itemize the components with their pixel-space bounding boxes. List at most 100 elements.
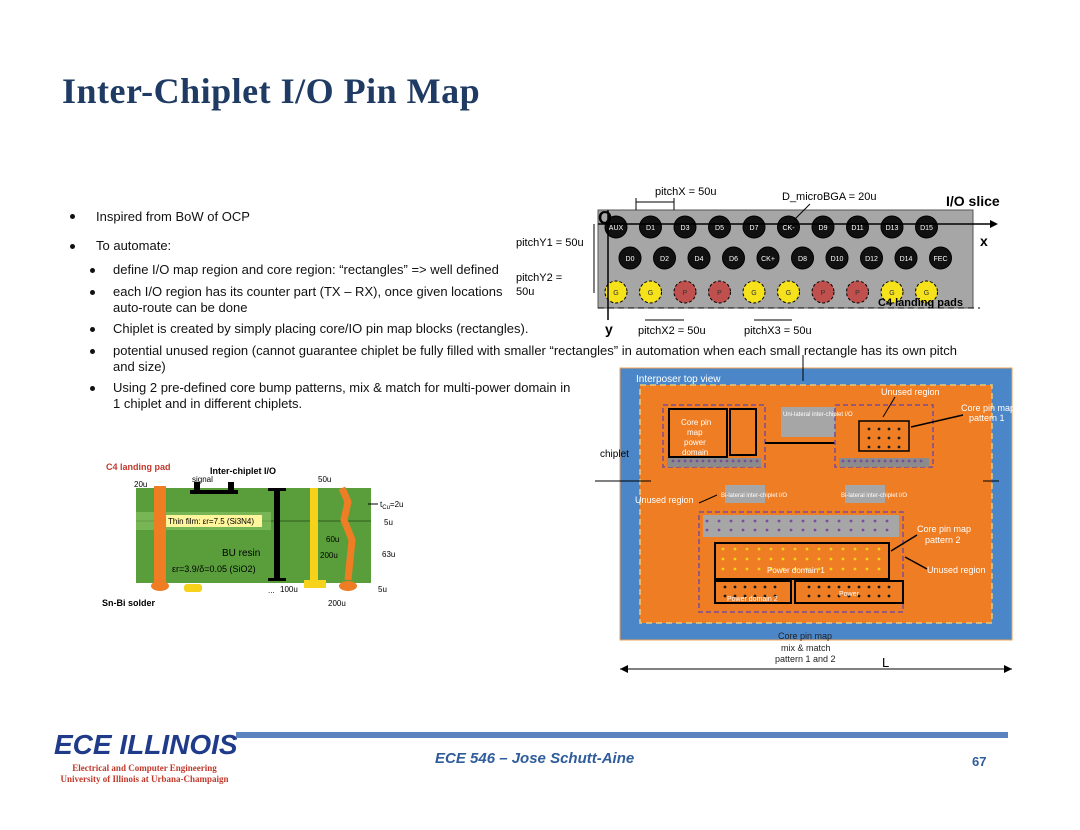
bump-dot — [777, 528, 781, 532]
bump-dot — [853, 567, 857, 571]
io-pad — [915, 280, 938, 304]
pitchx2-label: pitchX2 = 50u — [638, 325, 706, 337]
bump-dot — [871, 459, 875, 463]
bump-dot — [717, 519, 721, 523]
io-pad-label: D4 — [695, 256, 704, 263]
mix-label-1: Core pin map — [778, 631, 832, 641]
dim-50u: 50u — [318, 475, 331, 484]
bi-lateral-io-1 — [725, 485, 765, 503]
bump-dot — [753, 594, 757, 598]
bump-dot — [853, 459, 857, 463]
io-pad-label: D11 — [851, 225, 863, 232]
io-pad — [722, 246, 745, 270]
dmicro-label: D_microBGA = 20u — [782, 191, 876, 203]
bump-dot — [707, 459, 711, 463]
bump-dot — [745, 557, 749, 561]
bump-dot — [807, 585, 811, 589]
bump-dot — [777, 519, 781, 523]
bump-dot — [829, 547, 833, 551]
bump-dot — [801, 519, 805, 523]
unused-top-label: Unused region — [881, 387, 940, 397]
bump-dot — [857, 594, 861, 598]
dim-200u-a: 200u — [320, 551, 338, 560]
io-pad — [639, 215, 662, 239]
io-pad-label: G — [751, 290, 756, 297]
bullet-dot — [90, 327, 95, 332]
bu-resin-label: BU resin — [222, 548, 260, 559]
pitchy2-label-b: 50u — [516, 286, 534, 298]
bump-dot — [887, 445, 891, 449]
bump-dot — [731, 459, 735, 463]
io-pad — [811, 280, 835, 304]
bump-dot — [897, 427, 901, 431]
io-pad-label: AUX — [609, 225, 624, 232]
l-arrow-left — [620, 665, 628, 673]
io-pad-label: P — [821, 290, 826, 297]
bump-dot — [745, 547, 749, 551]
bump-dot-grid — [671, 427, 923, 598]
core-pattern1-label-a: Core pin map — [961, 403, 1015, 413]
bump-dot — [721, 547, 725, 551]
bump-dot — [837, 585, 841, 589]
bump-dot — [773, 594, 777, 598]
bump-dot — [753, 528, 757, 532]
bump-dot — [887, 594, 891, 598]
bump-dot — [729, 528, 733, 532]
io-pad-label: D6 — [729, 256, 738, 263]
io-pad — [791, 246, 814, 270]
bump-dot — [781, 567, 785, 571]
io-pad — [673, 215, 697, 239]
bullet-item: and size) — [113, 359, 166, 374]
bump-dot — [883, 459, 887, 463]
io-pad — [846, 280, 869, 304]
io-pad-label: D10 — [831, 256, 844, 263]
yellow-pad — [304, 580, 326, 588]
io-pad-label: G — [648, 290, 653, 297]
orange-via — [338, 486, 356, 581]
io-pad — [880, 280, 904, 304]
bump-dot — [859, 459, 863, 463]
io-bar — [667, 458, 761, 467]
bump-dot — [805, 547, 809, 551]
bump-dot — [867, 427, 871, 431]
bump-dot — [701, 459, 705, 463]
bump-dot — [749, 459, 753, 463]
pointer-line — [910, 414, 964, 428]
er-label: εr=3.9/δ=0.05 (SiO2) — [172, 564, 256, 574]
bump-dot — [789, 519, 793, 523]
bump-dot — [865, 459, 869, 463]
chiplet-label: chiplet — [600, 449, 629, 460]
io-pad — [604, 280, 628, 304]
bump-dot — [805, 557, 809, 561]
bump-dot — [765, 528, 769, 532]
logo-mark: ECE ILLINOIS — [54, 729, 238, 760]
io-pad-label: D3 — [681, 225, 690, 232]
l-label: L — [882, 655, 889, 670]
bump-dot — [789, 528, 793, 532]
bump-dot — [877, 547, 881, 551]
bump-dot — [743, 459, 747, 463]
bump-dot — [753, 519, 757, 523]
bullet-dot — [90, 290, 95, 295]
io-pad-label: FEC — [934, 256, 948, 263]
io-pad — [846, 215, 869, 239]
io-pad — [825, 246, 849, 270]
thin-film-label: Thin film: εr=7.5 (Si3N4) — [168, 517, 254, 526]
core-power-label-2: map — [687, 428, 703, 437]
signal-label: signal — [192, 475, 213, 484]
bump-dot — [755, 459, 759, 463]
bump-dot — [683, 459, 687, 463]
io-pad — [708, 215, 731, 239]
io-pad-label: D2 — [660, 256, 669, 263]
footer-course: ECE 546 – Jose Schutt-Aine — [435, 750, 635, 767]
bump-dot — [781, 557, 785, 561]
bump-dot — [877, 459, 881, 463]
power-domain-3-block — [794, 580, 904, 604]
bump-dot — [877, 594, 881, 598]
bump-dot — [857, 585, 861, 589]
io-row — [703, 515, 899, 537]
solder-ball — [151, 581, 169, 591]
bump-dot — [841, 547, 845, 551]
io-pad-label: D13 — [886, 225, 899, 232]
core-pin-map-pattern-1 — [858, 420, 910, 452]
